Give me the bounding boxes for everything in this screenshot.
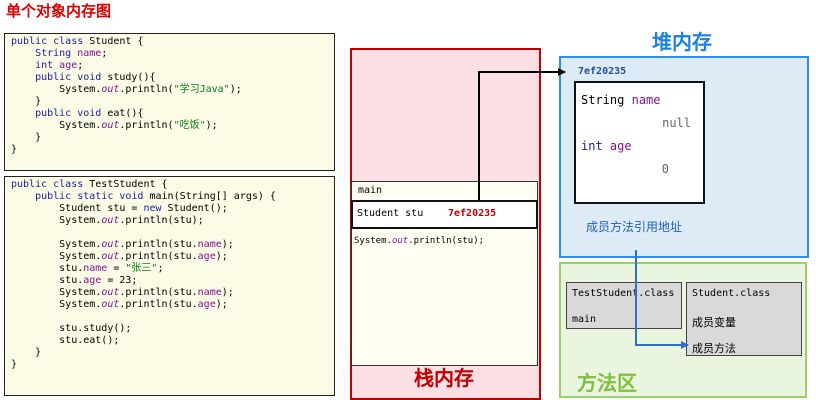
field-age-value: 0: [661, 162, 669, 176]
class-member-methods: 成员方法: [692, 342, 736, 355]
method-area-label: 方法区: [577, 371, 637, 395]
code-line: System.out.println(stu.name);: [11, 287, 234, 298]
code-line: }: [11, 144, 18, 155]
main-stack-frame: main Student stu 7ef20235 System.out.pri…: [351, 181, 538, 366]
code-line: System.out.println(stu.age);: [11, 251, 228, 262]
code-line: public void study(){: [11, 72, 156, 83]
code-line: int age;: [11, 60, 84, 71]
class-member-main: main: [572, 314, 597, 325]
method-reference-label: 成员方法引用地址: [586, 220, 683, 234]
code-line: public class Student {: [11, 36, 144, 47]
field-age: int age: [581, 139, 632, 153]
code-line: ​: [11, 311, 328, 323]
test-student-class-box: TestStudent.class main: [566, 282, 682, 329]
test-student-class-code: public class TestStudent { public static…: [4, 176, 335, 396]
code-line: stu.eat();: [11, 335, 120, 346]
student-class-box: Student.class 成员变量 成员方法: [686, 282, 802, 356]
field-name: String name: [581, 93, 661, 107]
code-line: public static void main(String[] args) {: [11, 191, 276, 202]
student-class-code: public class Student { String name; int …: [4, 33, 335, 171]
stack-memory-label: 栈内存: [414, 366, 474, 390]
student-object: String name null int age 0 成员方法引用地址: [574, 81, 705, 256]
field-name-value: null: [662, 116, 691, 130]
code-line: String name;: [11, 48, 108, 59]
heap-memory-label: 堆内存: [652, 30, 712, 54]
code-line: System.out.println(stu.name);: [11, 239, 234, 250]
page-title: 单个对象内存图: [6, 2, 112, 20]
code-line: }: [11, 359, 18, 370]
code-line: }: [11, 347, 42, 358]
class-member-variables: 成员变量: [692, 316, 736, 329]
variable-address: 7ef20235: [448, 208, 497, 219]
class-name: TestStudent.class: [572, 288, 675, 299]
code-line: stu.age = 23;: [11, 275, 138, 286]
println-statement: System.out.println(stu);: [354, 236, 485, 246]
code-line: }: [11, 96, 42, 107]
code-line: public void eat(){: [11, 108, 144, 119]
code-line: System.out.println("吃饭");: [11, 120, 218, 131]
code-line: Student stu = new Student();: [11, 203, 228, 214]
code-line: stu.name = "张三";: [11, 263, 164, 274]
code-line: ​: [11, 227, 328, 239]
code-line: System.out.println(stu);: [11, 215, 204, 226]
code-line: System.out.println(stu.age);: [11, 299, 228, 310]
variable-label: Student stu: [357, 208, 424, 219]
heap-object-address: 7ef20235: [578, 66, 627, 77]
method-reference-cell: 成员方法引用地址: [574, 202, 705, 256]
code-line: System.out.println("学习Java");: [11, 84, 242, 95]
stack-variable-stu: Student stu 7ef20235: [351, 200, 538, 229]
class-name: Student.class: [692, 288, 771, 299]
frame-name: main: [358, 185, 383, 196]
code-line: stu.study();: [11, 323, 132, 334]
code-line: }: [11, 132, 42, 143]
code-line: public class TestStudent {: [11, 179, 168, 190]
